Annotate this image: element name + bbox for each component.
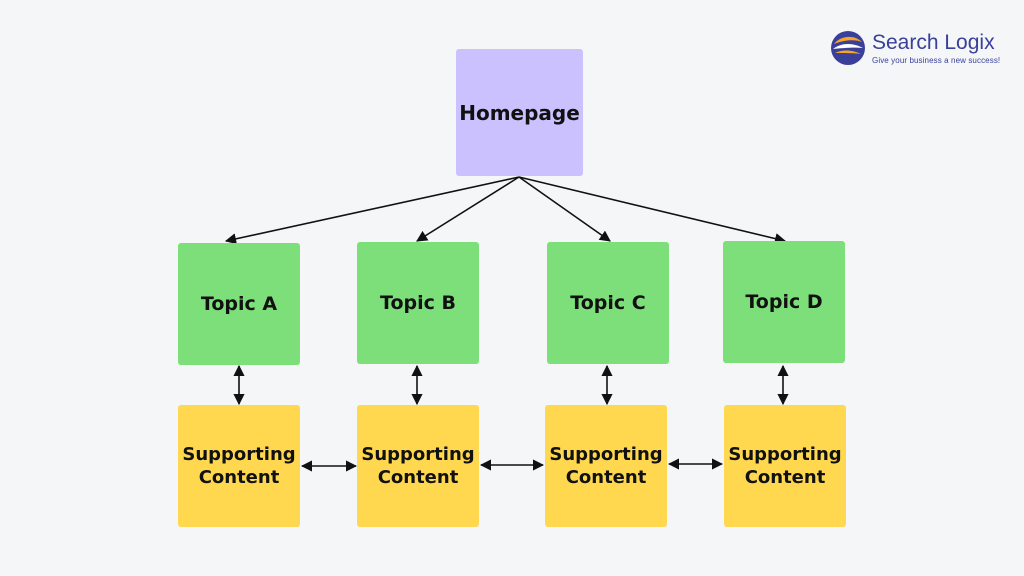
homepage-label: Homepage: [459, 100, 580, 125]
topic-b-node: Topic B: [357, 242, 479, 364]
logo-brand-name: Search Logix: [872, 30, 995, 54]
supporting-content-d-node: Supporting Content: [724, 405, 846, 527]
search-logix-logo: Search Logix Give your business a new su…: [830, 30, 1000, 66]
topic-a-node: Topic A: [178, 243, 300, 365]
topic-c-node: Topic C: [547, 242, 669, 364]
topic-d-label: Topic D: [745, 290, 823, 313]
logo-tagline: Give your business a new success!: [872, 55, 1001, 65]
supporting-content-b-node: Supporting Content: [357, 405, 479, 527]
edge-home-topic-b: [416, 176, 520, 242]
edge-home-topic-d: [518, 176, 787, 245]
supporting-content-b-label: Supporting Content: [361, 443, 475, 488]
supporting-content-a-node: Supporting Content: [178, 405, 300, 527]
logo-swirl-icon: [831, 31, 865, 65]
edge-home-topic-a: [224, 176, 520, 245]
topic-a-label: Topic A: [200, 292, 278, 315]
supporting-content-a-label: Supporting Content: [182, 443, 296, 488]
topic-b-label: Topic B: [380, 291, 456, 314]
supporting-content-c-label: Supporting Content: [549, 443, 663, 488]
homepage-node: Homepage: [456, 49, 583, 176]
topic-c-label: Topic C: [570, 291, 646, 314]
supporting-content-d-label: Supporting Content: [728, 443, 842, 488]
edge-home-topic-c: [518, 176, 611, 242]
topic-d-node: Topic D: [723, 241, 845, 363]
supporting-content-c-node: Supporting Content: [545, 405, 667, 527]
